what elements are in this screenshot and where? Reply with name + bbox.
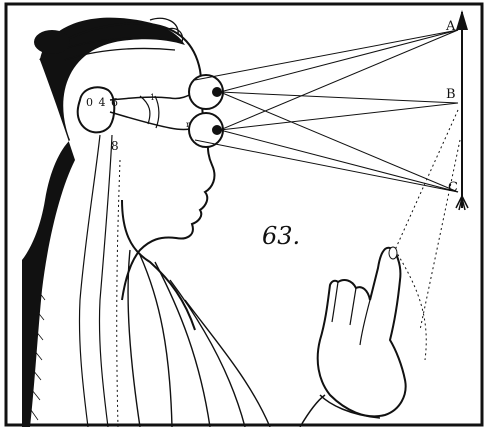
lower-nerve-letter: r [186,120,190,129]
drapery-hatching [23,279,46,421]
brain-figure-label: 0 4 6 [86,96,119,109]
dotted-sight-line [394,109,461,361]
nerve-crossing [139,95,160,129]
nerve-channel-right [98,134,113,428]
arrow-shaft-icon [455,10,469,211]
eye-upper-pupil [212,87,222,97]
brain-oval [76,86,116,134]
plate-number: 63. [262,222,301,250]
sleeve-cuff [299,394,381,428]
nerve-channel-left [78,134,101,428]
fingernail [388,246,398,260]
head-outline [39,22,216,301]
hair-knot [34,30,70,54]
optic-nerve-lower [109,111,196,131]
eye-lower-pupil [212,125,222,135]
light-rays [194,29,459,193]
pointing-hand-icon [316,246,407,418]
nerve-label: 8 [111,139,119,153]
drapery [127,249,271,428]
neck-outline [121,199,196,331]
plate-border [4,2,484,427]
finger-lines [331,281,371,346]
nerve-dotted [116,159,121,428]
hair-shadow [22,17,185,428]
upper-nerve-letter: 1 [150,93,156,102]
point-label-a: A [446,19,456,34]
point-label-c: C [448,180,458,195]
hair-strands [59,17,184,61]
point-label-b: B [446,87,456,102]
